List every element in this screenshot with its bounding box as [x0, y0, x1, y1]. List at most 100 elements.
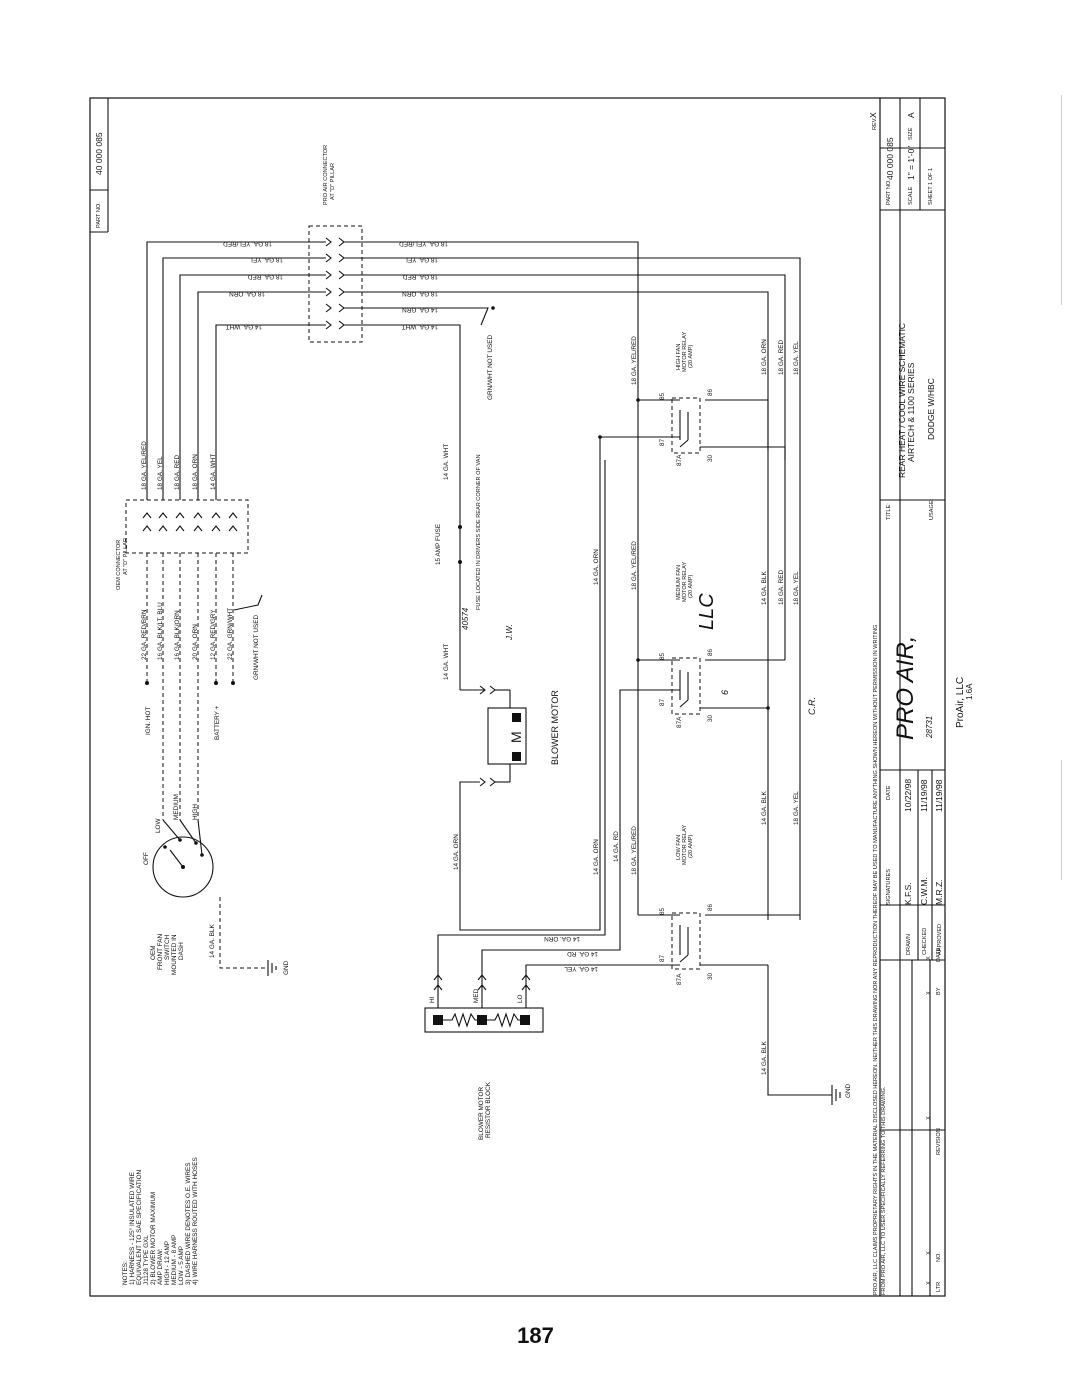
page-number: 187 — [517, 1323, 554, 1348]
note-8: LOW - 5 AMP — [178, 1246, 185, 1285]
size-label: SIZE — [908, 127, 914, 140]
high-pin-30: 30 — [707, 454, 714, 462]
lr-a-2: 18 GA. YEL/RED — [631, 826, 638, 875]
proair-left-wires: 18 GA. YEL/RED 18 GA. YEL 18 GA. RED 18 … — [146, 240, 326, 500]
high-relay-rating: (20 AMP) — [688, 345, 694, 368]
proair-connector-label: PRO AIR CONNECTOR — [323, 145, 329, 205]
high-relay-name-1: HIGH FAN — [676, 344, 682, 370]
note-2: EQUIVALENT TO SAE SPECIFICATION — [136, 1169, 143, 1285]
oem-top-1: 18 GA. YEL — [157, 456, 164, 490]
resistor-block: HI MED LO BLOWER MOTOR RESISTOR BLOCK 14… — [424, 460, 680, 1140]
oem-bot-4: 12 GA. RED/GRY — [210, 609, 217, 660]
resistor-label-2: RESISTOR BLOCK — [485, 1081, 492, 1138]
med-relay-name-1: MEDIUM FAN — [676, 565, 682, 600]
pl-wire-3: 18 GA. ORN — [229, 290, 265, 297]
low-pin-85: 85 — [659, 907, 666, 915]
size-value: A — [906, 112, 916, 118]
note-3: J1128 TYPE GXL — [143, 1235, 150, 1285]
blower-motor-label: BLOWER MOTOR — [550, 690, 560, 765]
approved-date: 11/19/98 — [934, 779, 944, 812]
med-pin-87: 87 — [659, 698, 666, 706]
pl-wire-4: 14 GA. WHT — [226, 323, 262, 330]
high-relay-name-2: MOTOR RELAY — [682, 332, 688, 372]
title-label: TITLE: — [886, 503, 892, 520]
no-label: NO. — [936, 1252, 942, 1262]
part-no-label-tb: PART NO. — [886, 179, 892, 205]
cr-handwritten: C.R. — [807, 697, 817, 715]
checked-by: C.W.M. — [919, 877, 929, 905]
switch-blk-wire: 14 GA. BLK — [209, 924, 216, 958]
proprietary-notice-2: FROM PRO AIR, LLC TO USER SPECIFICALLY R… — [881, 1086, 887, 1295]
date-label: DATE — [886, 785, 892, 800]
relay-medium: 85 86 87 87A 30 MEDIUM FAN MOTOR RELAY (… — [593, 541, 817, 915]
fuse-label: 15 AMP FUSE — [435, 524, 442, 565]
oem-connector: OEM CONNECTOR AT "D" PILLAR 18 GA. YEL/R… — [116, 441, 249, 590]
ign-hot-label: IGN. HOT — [145, 707, 152, 735]
lr-a-0: 14 GA. ORN — [593, 839, 600, 875]
gnd-label-2: GND — [845, 1083, 852, 1098]
ground-icon-2 — [831, 1085, 841, 1105]
stamp-line-1: ProAir, LLC — [955, 677, 966, 728]
oem-bot-1: 16 GA. BLK/LT. BLU — [157, 602, 164, 660]
pl-wire-0: 18 GA. YEL/RED — [223, 240, 272, 247]
oem-top-3: 18 GA. ORN — [192, 454, 199, 490]
high-pin-85: 85 — [659, 392, 666, 400]
part-no-box: PART NO. 40 000 085 — [90, 98, 109, 233]
title-line-3: DODGE W/HBC — [926, 378, 936, 440]
notes: NOTES: 1) HARNESS - 125° INSULATED WIRE … — [122, 1157, 199, 1285]
wht-wire-bottom: 14 GA. WHT — [443, 644, 450, 680]
by-x: X — [926, 991, 932, 995]
proair-right-wires: 18 GA. YEL/RED 18 GA. YEL 18 GA. RED 18 … — [344, 240, 801, 920]
res-med: MED — [473, 988, 480, 1003]
switch-label-1: OEM — [150, 945, 157, 960]
pr-wire-3: 18 GA. ORN — [402, 290, 438, 297]
ground-icon — [267, 960, 277, 976]
usage-label: USAGE: — [929, 498, 935, 520]
low-pin-87a: 87A — [676, 973, 683, 985]
oem-top-4: 14 GA. WHT — [210, 454, 217, 490]
part-no-label: PART NO. — [96, 202, 102, 228]
fuse-note: FUSE LOCATED IN DRIVERS SIDE REAR CORNER… — [476, 454, 482, 610]
motor-m: M — [508, 731, 524, 743]
switch-label-5: DASH — [178, 942, 185, 960]
by-label: BY — [936, 987, 942, 995]
scan-edge-2 — [1061, 760, 1062, 880]
med-pin-87a: 87A — [676, 716, 683, 728]
drawn-by: K.F.S. — [903, 882, 913, 905]
fuse-handwritten: 40574 — [461, 607, 470, 630]
part-no-tb: 40 000 085 — [885, 137, 895, 180]
resistor-label-1: BLOWER MOTOR — [478, 1086, 485, 1140]
oem-bot-3: 20 GA. ORN — [192, 624, 199, 660]
checked-label: CHECKED — [922, 928, 928, 955]
stamp-line-2: 1.6A — [965, 683, 974, 700]
oem-connector-label: OEM CONNECTOR — [116, 540, 122, 590]
company-code: 28731 — [925, 716, 934, 739]
switch-low: LOW — [155, 817, 162, 833]
low-relay-rating: (20 AMP) — [688, 835, 694, 858]
mr-a-0: 14 GA. ORN — [593, 549, 600, 585]
res-red-wire: 14 GA. RD — [567, 950, 598, 957]
blk-ground-wire: 14 GA. BLK — [761, 1041, 768, 1075]
hr-wire-1: 18 GA. ORN — [761, 339, 768, 375]
med-pin-86: 86 — [707, 648, 714, 656]
pr-wire-4: 14 GA. GRN — [402, 306, 438, 313]
high-pin-87a: 87A — [676, 454, 683, 466]
fan-switch: OFF LOW MEDIUM HIGH OEM FRONT FAN SWITCH… — [143, 794, 290, 976]
company-name: PRO AIR, — [892, 636, 919, 740]
proair-connector: PRO AIR CONNECTOR AT "D" PILLAR — [308, 145, 363, 343]
oem-bottom-wires: 22 GA. RED/BRN 16 GA. BLK/LT. BLU 16 GA.… — [141, 553, 263, 820]
lr-b-1: 18 GA. YEL — [793, 791, 800, 825]
relay-low: 85 86 87 87A 30 LOW FAN MOTOR RELAY (20 … — [593, 791, 852, 1105]
proair-connector-loc: AT "D" PILLAR — [330, 163, 336, 200]
mr-a-1: 18 GA. YEL/RED — [631, 541, 638, 590]
lr-a-1: 14 GA. RD — [613, 831, 620, 862]
grn-wht-unused-right: GRN/WHT NOT USED — [487, 335, 494, 400]
oem-top-2: 18 GA. RED — [174, 454, 181, 490]
approved-by: M.R.Z. — [934, 880, 944, 906]
hr-wire-0: 18 GA. YEL/RED — [631, 336, 638, 385]
sheet-label: SHEET — [928, 186, 934, 205]
pr-wire-1: 18 GA. YEL — [404, 256, 438, 263]
drawn-label: DRAWN — [906, 934, 912, 955]
note-0: NOTES: — [122, 1261, 129, 1285]
